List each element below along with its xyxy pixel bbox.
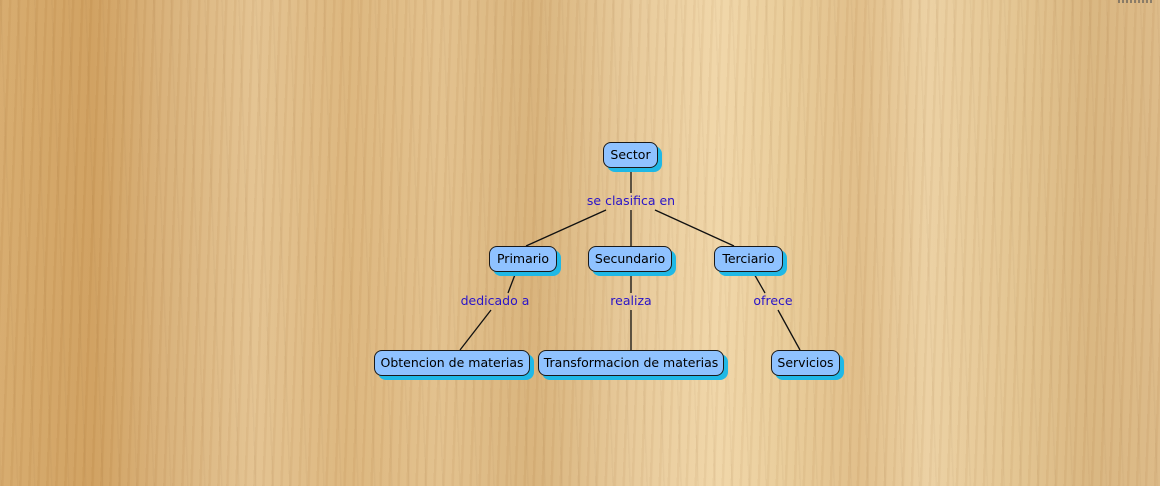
edge-terciario-ofrece — [752, 271, 766, 294]
link-label-ofrece: ofrece — [753, 293, 793, 308]
node-obtencion[interactable]: Obtencion de materias — [374, 350, 530, 376]
node-primario[interactable]: Primario — [489, 246, 557, 272]
node-transformacion[interactable]: Transformacion de materias — [538, 350, 724, 376]
edge-clasifica-terciario — [654, 209, 735, 247]
node-sector[interactable]: Sector — [603, 142, 658, 168]
edge-dedicado-obtencion — [459, 309, 492, 351]
link-label-clasifica: se clasifica en — [586, 193, 676, 208]
link-label-dedicado: dedicado a — [460, 293, 530, 308]
watermark-mark — [1118, 0, 1154, 3]
link-label-realiza: realiza — [610, 293, 652, 308]
node-secundario[interactable]: Secundario — [588, 246, 672, 272]
node-terciario[interactable]: Terciario — [714, 246, 783, 272]
node-servicios[interactable]: Servicios — [771, 350, 840, 376]
edge-primario-dedicado — [507, 271, 517, 294]
edge-ofrece-servicios — [777, 309, 801, 351]
edge-clasifica-primario — [525, 209, 607, 247]
